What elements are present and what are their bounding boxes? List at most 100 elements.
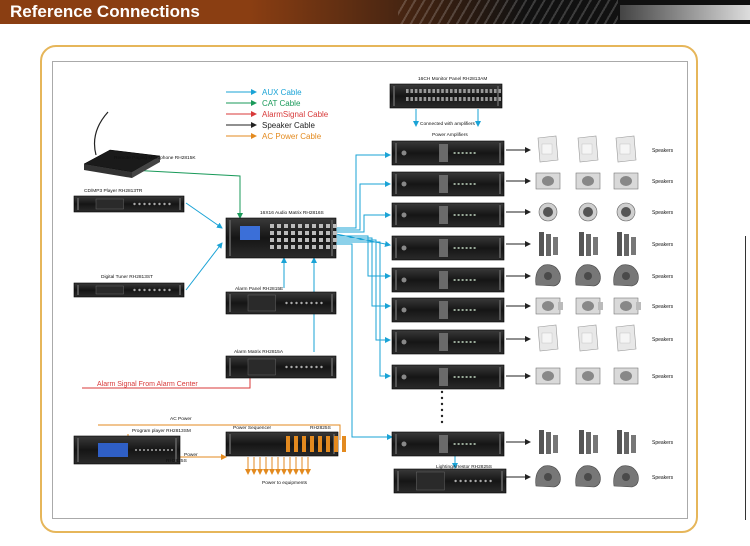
legend-item: AlarmSignal Cable [226,110,329,119]
power-amplifier [391,297,505,323]
devices [73,83,507,494]
legend-item: Speaker Cable [226,121,315,130]
speakers-label: Speakers [652,337,674,343]
program-player [73,435,181,465]
speaker-icon [578,202,598,222]
speaker-row: Speakers [535,297,674,315]
speakers-label: Speakers [652,475,674,481]
label-amps-caption: Connected with amplifiers [420,121,476,127]
speaker-icon [613,172,639,190]
power-amplifier [391,171,505,197]
sequencer-outputs [245,457,311,475]
speaker-icon [535,367,561,385]
legend-label: AUX Cable [262,88,302,97]
speaker-icon [535,465,561,488]
label-sequencer-model: RH2825S [310,425,331,431]
speaker-row: Speakers [537,324,674,352]
speaker-icon [615,324,637,352]
label-side-a: Power [184,452,198,458]
label-lightning: LightingArrestor RH2825S [436,464,492,470]
speaker-icon [615,135,637,163]
speaker-icon [616,202,636,222]
speakers-label: Speakers [652,374,674,380]
power-amplifier [391,431,505,457]
speaker-icon [535,297,563,315]
alarm-panel [225,291,337,315]
paging-microphone [83,111,161,178]
speaker-icon [535,264,561,287]
label-matrix: 16X16 Audio Matrix RH2816S [260,210,324,216]
label-tuner: Digital Tuner RH2813ST [101,274,153,280]
label-program: Program player RH2813SM [132,428,191,434]
label-ac-power: AC Power [170,416,192,422]
header-gradient-box [620,5,750,20]
speakers-label: Speakers [652,210,674,216]
legend-item: AC Power Cable [226,132,322,141]
power-sequencer [225,431,346,457]
speakers-label: Speakers [652,242,674,248]
diagram-area [52,61,688,519]
page-title: Reference Connections [10,2,200,21]
alarm-signal-label: Alarm Signal From Alarm Center [97,381,198,388]
power-amplifier [391,235,505,261]
lightning-arrestor [393,468,507,494]
power-amplifier [391,202,505,228]
speakers-label: Speakers [652,179,674,185]
cd-mp3-player [73,195,185,213]
speaker-row: Speakers [539,430,674,454]
speaker-icon [613,367,639,385]
speaker-icon [613,264,639,287]
speaker-row: Speakers [537,135,674,163]
speaker-cables [506,147,531,480]
device-labels: Remote Paging Microphone RH2815K CD/MP3 … [84,76,492,486]
legend-label: Speaker Cable [262,121,315,130]
edge-line [745,236,746,520]
speaker-icon [617,430,636,454]
label-mic: Remote Paging Microphone RH2815K [114,155,196,161]
speakers-label: Speakers [652,148,674,154]
legend-item: AUX Cable [226,88,302,97]
speaker-row: Speakers [535,367,674,385]
label-monitor: 16CH Monitor Panel RH2813AM [418,76,487,82]
speaker-icon [537,135,559,163]
speaker-icon [575,367,601,385]
alarm-matrix [225,355,337,379]
power-amplifier [391,329,505,355]
speaker-icon [538,202,558,222]
label-sequencer: Power Sequencer [233,425,272,431]
speaker-icon [617,232,636,256]
speaker-array: SpeakersSpeakersSpeakersSpeakersSpeakers… [535,135,674,488]
speaker-icon [577,135,599,163]
speaker-icon [579,430,598,454]
speaker-icon [575,465,601,488]
speaker-icon [575,264,601,287]
monitor-panel [389,83,503,109]
power-amplifier [391,267,505,293]
speaker-icon [539,232,558,256]
speaker-icon [537,324,559,352]
speaker-row: Speakers [539,232,674,256]
header-bar: Reference Connections [0,0,750,24]
power-amplifier [391,140,505,166]
label-alarm-matrix: Alarm Matrix RH2815A [234,349,284,355]
digital-tuner [73,282,185,298]
audio-matrix [225,217,337,259]
speaker-icon [613,297,641,315]
speaker-icon [575,297,603,315]
header-stripes [398,0,618,24]
speakers-label: Speakers [652,440,674,446]
label-cd: CD/MP3 Player RH2813TR [84,188,143,194]
speaker-icon [535,172,561,190]
label-amps-title: Power Amplifiers [432,132,468,138]
label-to-equipment: Power to equipments [262,480,308,486]
speaker-row: Speakers [535,465,674,488]
diagram-frame [40,45,698,533]
legend-label: AC Power Cable [262,132,322,141]
label-alarm-panel: Alarm Panel RH2815E [235,286,283,292]
legend-label: CAT Cable [262,99,301,108]
speakers-label: Speakers [652,274,674,280]
power-amplifier [391,364,505,390]
speaker-row: Speakers [535,264,674,287]
speaker-icon [613,465,639,488]
